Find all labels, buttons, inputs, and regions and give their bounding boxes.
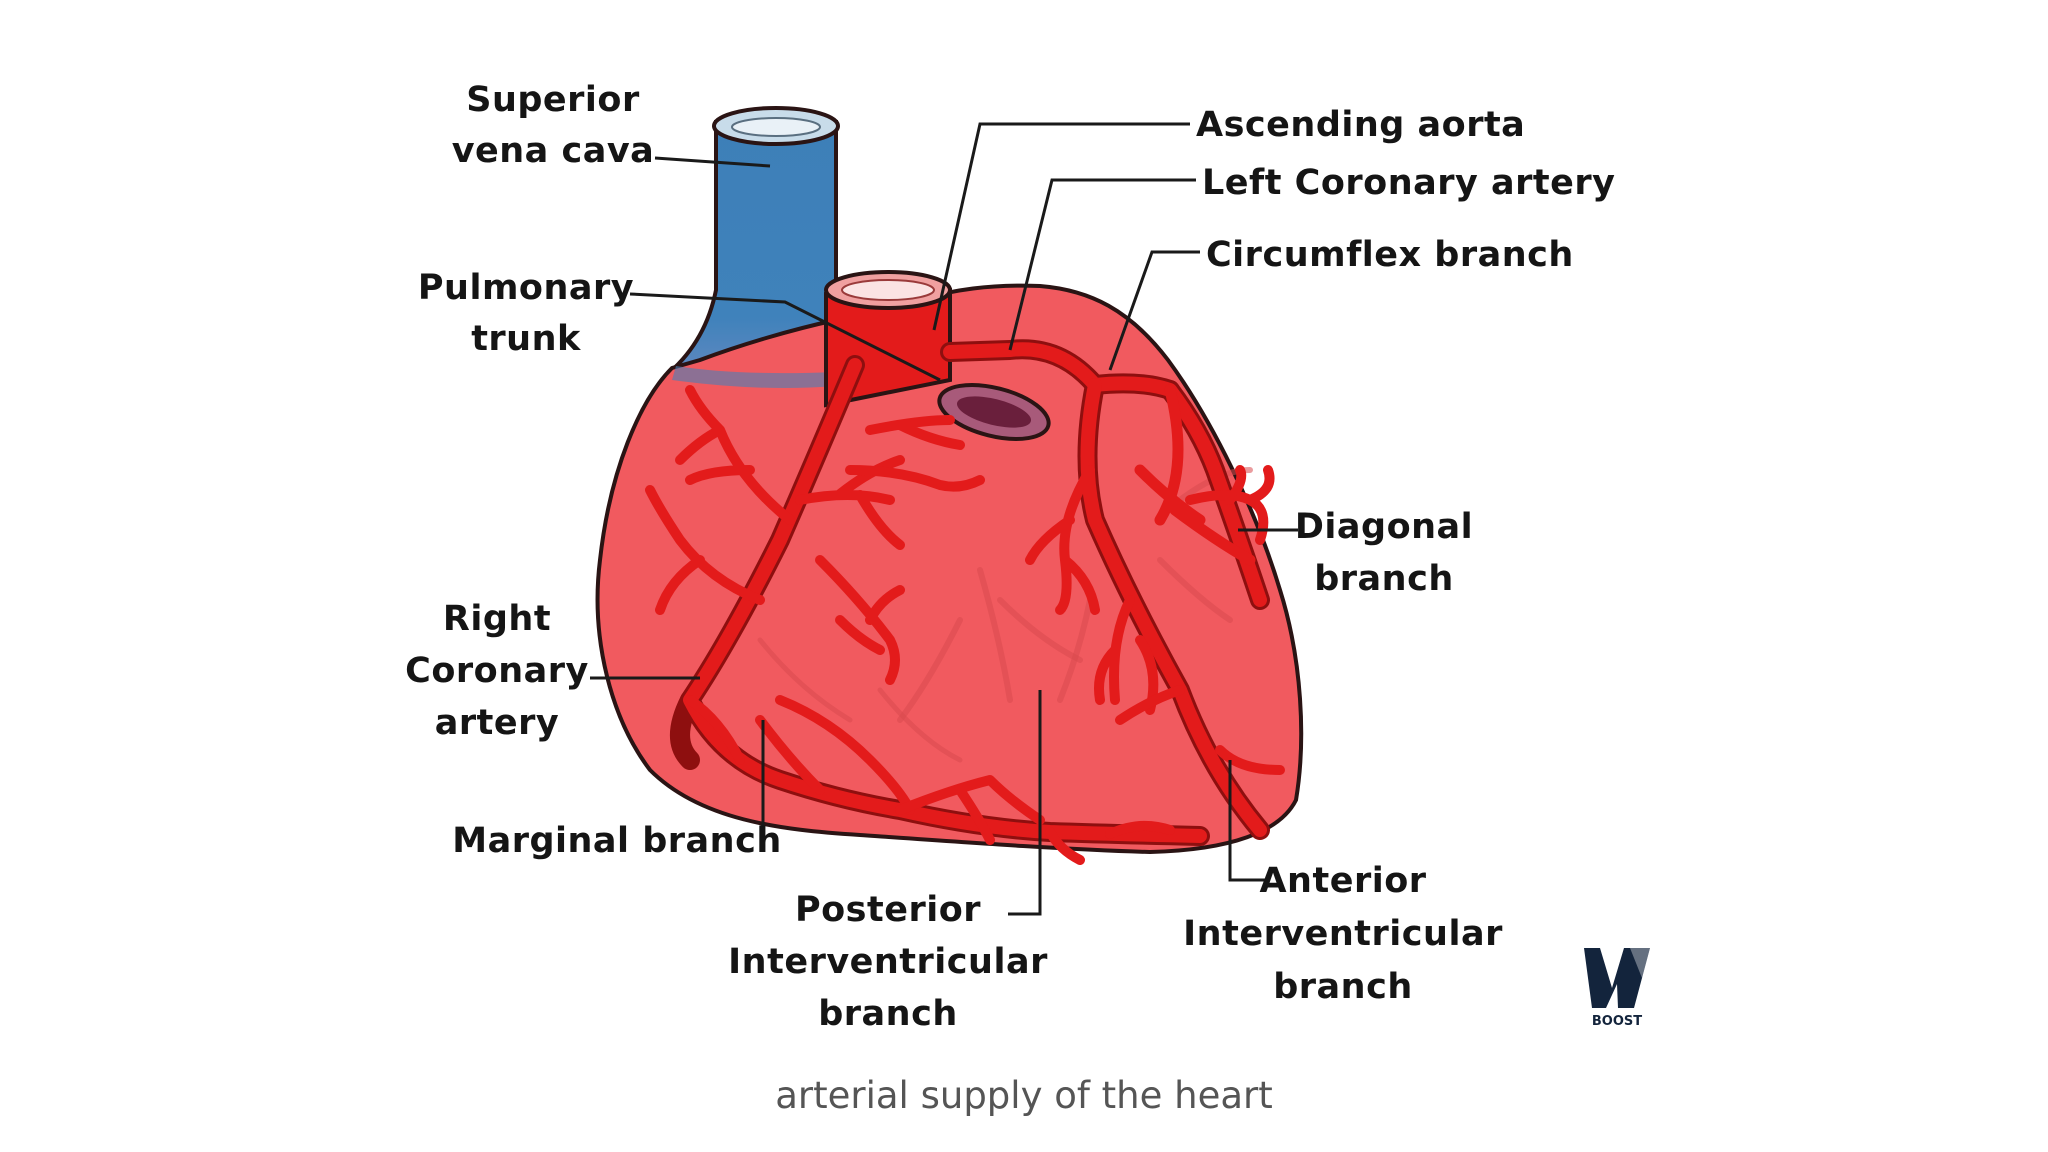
boost-logo: BOOST bbox=[1578, 944, 1656, 1029]
label-pt-line1: Pulmonary bbox=[418, 268, 634, 308]
label-pib-line1: Posterior bbox=[795, 890, 981, 930]
label-rca-line3: artery bbox=[435, 703, 559, 743]
label-rca-line2: Coronary bbox=[405, 651, 589, 691]
label-marginal-branch: Marginal branch bbox=[452, 821, 782, 861]
heart-body bbox=[595, 283, 1304, 855]
faint-back-vessels bbox=[757, 467, 1253, 763]
pulmonary-trunk-opening bbox=[937, 383, 1051, 441]
label-right-coronary-artery: Right Coronary artery bbox=[405, 599, 589, 743]
coronary-arteries bbox=[645, 339, 1285, 865]
logo-text: BOOST bbox=[1592, 1014, 1642, 1029]
label-aib-line2: Interventricular bbox=[1183, 914, 1503, 954]
label-pt-line2: trunk bbox=[471, 319, 581, 359]
label-anterior-interventricular-branch: Anterior Interventricular branch bbox=[1183, 861, 1503, 1007]
label-posterior-interventricular-branch: Posterior Interventricular branch bbox=[728, 890, 1048, 1034]
label-diagonal-branch: Diagonal branch bbox=[1295, 507, 1473, 599]
label-ascending-aorta: Ascending aorta bbox=[1196, 105, 1525, 145]
label-rca-line1: Right bbox=[443, 599, 551, 639]
label-db-line2: branch bbox=[1314, 559, 1454, 599]
label-pib-line3: branch bbox=[818, 994, 958, 1034]
leader-lines bbox=[590, 122, 1298, 916]
label-aib-line3: branch bbox=[1273, 967, 1413, 1007]
label-db-line1: Diagonal bbox=[1295, 507, 1473, 547]
label-pulmonary-trunk: Pulmonary trunk bbox=[418, 268, 634, 359]
label-left-coronary-artery: Left Coronary artery bbox=[1202, 163, 1615, 203]
label-svc-line1: Superior bbox=[466, 80, 640, 120]
label-pib-line2: Interventricular bbox=[728, 942, 1048, 982]
label-svc-line2: vena cava bbox=[452, 131, 655, 171]
cava-blend bbox=[672, 366, 836, 388]
figure-caption: arterial supply of the heart bbox=[775, 1074, 1273, 1117]
label-superior-vena-cava: Superior vena cava bbox=[452, 80, 655, 171]
label-aib-line1: Anterior bbox=[1259, 861, 1426, 901]
label-circumflex-branch: Circumflex branch bbox=[1206, 235, 1574, 275]
